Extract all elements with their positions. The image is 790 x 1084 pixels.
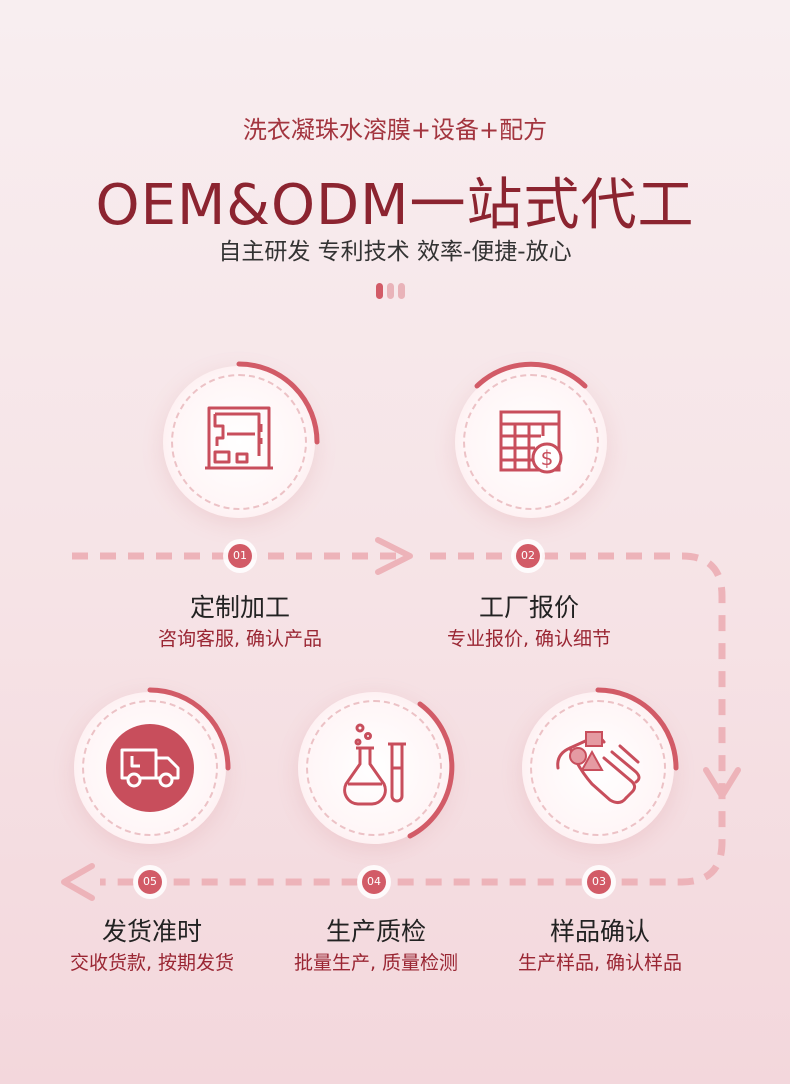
page-title: OEM&ODM一站式代工 — [95, 173, 695, 238]
step-circle-5 — [74, 687, 231, 844]
step-number-badge: 02 — [516, 544, 540, 568]
spreadsheet-dollar-icon: $ — [499, 410, 563, 474]
step-description: 专业报价, 确认细节 — [446, 628, 612, 650]
svg-text:$: $ — [541, 446, 554, 470]
tagline: 自主研发 专利技术 效率-便捷-放心 — [218, 239, 572, 265]
step-description: 批量生产, 质量检测 — [293, 952, 459, 974]
step-description: 生产样品, 确认样品 — [517, 952, 683, 974]
arrow-left-icon — [61, 863, 95, 901]
step-circle-4 — [298, 692, 455, 844]
step-circle-2: $ — [455, 361, 607, 518]
step-description: 咨询客服, 确认产品 — [157, 628, 323, 650]
arrow-right-icon — [375, 537, 413, 575]
truck-icon — [120, 748, 180, 788]
step-title: 工厂报价 — [478, 593, 579, 622]
step-number-badge: 05 — [138, 870, 162, 894]
step-circle-1 — [163, 361, 320, 518]
step-number-badge: 03 — [587, 870, 611, 894]
step-number-badge: 01 — [228, 544, 252, 568]
hand-shapes-icon — [556, 731, 641, 805]
step-title: 发货准时 — [101, 917, 202, 946]
page-subtitle: 洗衣凝珠水溶膜+设备+配方 — [242, 116, 548, 144]
flask-icon — [343, 723, 406, 806]
step-title: 定制加工 — [189, 593, 290, 622]
step-title: 生产质检 — [325, 917, 426, 946]
arrow-down-icon — [703, 767, 741, 799]
step-number-badge: 04 — [362, 870, 386, 894]
step-circle-3 — [522, 687, 679, 844]
step-title: 样品确认 — [549, 917, 650, 946]
step-description: 交收货款, 按期发货 — [69, 952, 235, 974]
machine-icon — [205, 406, 273, 470]
decorative-dots — [376, 283, 405, 299]
